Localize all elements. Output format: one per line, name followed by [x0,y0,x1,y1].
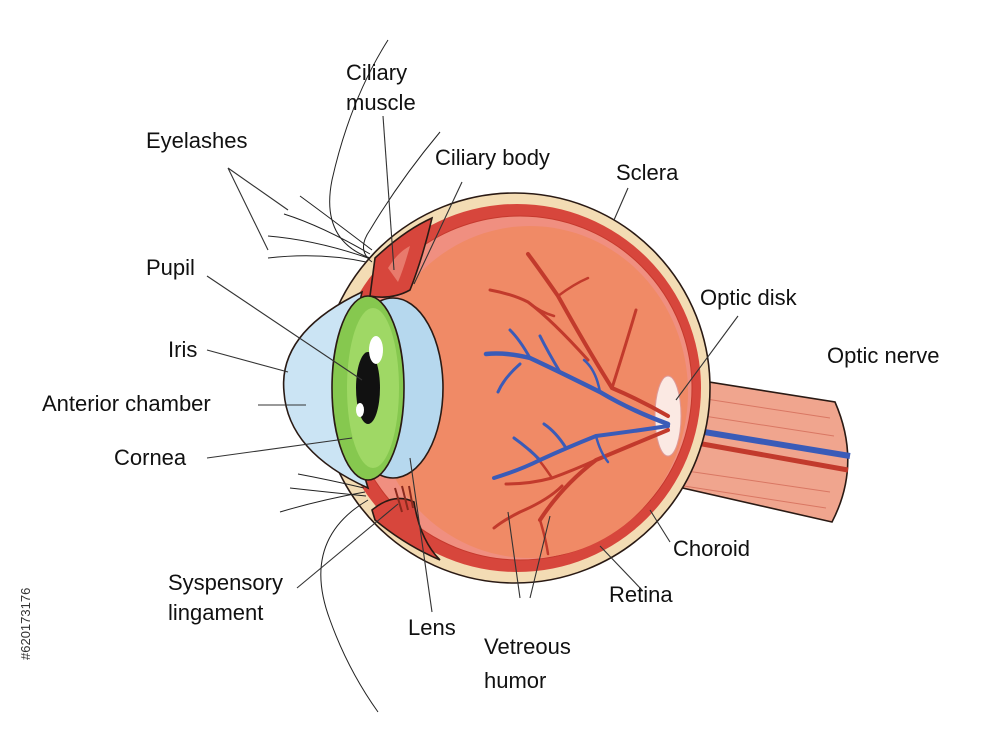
label-optic-nerve: Optic nerve [827,343,940,368]
optic-nerve [664,374,851,523]
leader-lines [206,115,739,613]
leader-pupil [206,275,363,381]
vitreous-body [372,226,688,558]
labels: Ciliary muscle Eyelashes Ciliary body Sc… [42,60,940,693]
eyeball [319,192,711,584]
label-anterior-chamber: Anterior chamber [42,391,211,416]
label-suspensory-2: lingament [168,600,263,625]
leader-optic-disk [675,315,739,401]
leader-cornea [206,437,353,459]
label-retina: Retina [609,582,673,607]
label-eyelashes: Eyelashes [146,128,248,153]
leader-lens [409,457,433,613]
leader-choroid [649,509,671,543]
label-choroid: Choroid [673,536,750,561]
label-suspensory-1: Syspensory [168,570,283,595]
leader-eyelashes [227,167,289,251]
leader-vitreous [507,511,551,599]
label-ciliary-muscle-1: Ciliary [346,60,407,85]
leader-sclera [613,187,629,221]
label-iris: Iris [168,337,197,362]
stock-id: #620173176 [18,588,33,660]
label-ciliary-body: Ciliary body [435,145,550,170]
leader-ciliary-muscle [382,115,395,271]
ciliary-body [369,216,441,561]
label-optic-disk: Optic disk [700,285,798,310]
label-vitreous-2: humor [484,668,546,693]
leader-retina [599,545,643,591]
label-ciliary-muscle-2: muscle [346,90,416,115]
leader-iris [206,349,289,373]
label-vitreous-1: Vetreous [484,634,571,659]
leader-ciliary-body [413,181,463,285]
label-sclera: Sclera [616,160,679,185]
label-lens: Lens [408,615,456,640]
label-cornea: Cornea [114,445,187,470]
retinal-veins [483,328,671,480]
leader-suspensory [296,503,399,589]
pupil-highlight [369,336,383,364]
label-pupil: Pupil [146,255,195,280]
eyelashes [267,39,441,713]
